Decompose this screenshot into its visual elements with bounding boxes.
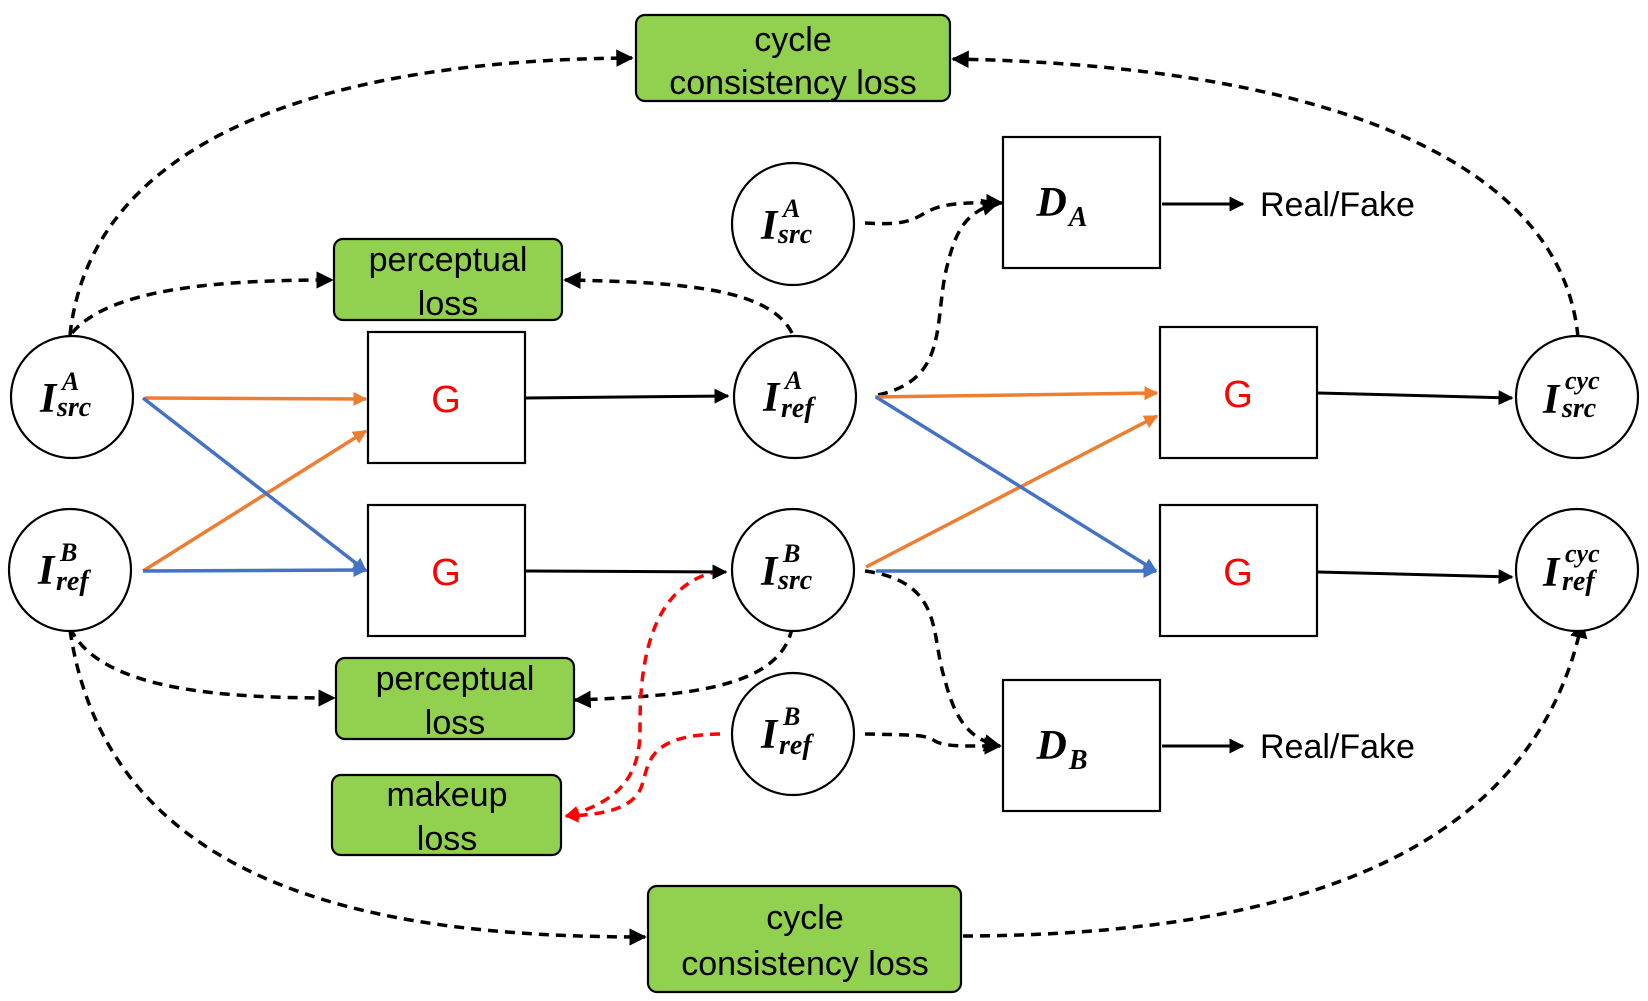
edges [68, 49, 1588, 946]
loss-label-line2: loss [417, 820, 477, 858]
node-cyc-src: I cyc src [1514, 334, 1640, 460]
node-ref-b: I B ref [7, 507, 133, 633]
edge-src-a-to-g2 [141, 396, 368, 573]
node-symbol: I [1542, 550, 1561, 596]
node-symbol: I [1542, 377, 1561, 423]
node-symbol: I [39, 376, 58, 422]
edge-src-a-top-to-da [864, 193, 1004, 226]
generator-g2: G [366, 503, 527, 638]
node-ref-a: I A ref [732, 334, 858, 460]
generator-label: G [1223, 374, 1253, 416]
loss-label-line2: loss [418, 285, 478, 323]
cycle-consistency-loss-top: cycle consistency loss [634, 13, 952, 103]
edge-ref-b-mid-to-makeup-loss [564, 732, 721, 823]
node-symbol: I [760, 712, 779, 758]
generator-label: G [431, 552, 461, 594]
perceptual-loss-top: perceptual loss [332, 237, 564, 323]
generator-g1: G [366, 330, 527, 465]
loss-label-line2: consistency loss [669, 64, 917, 102]
loss-label-line1: cycle [766, 899, 843, 937]
edge-src-b-to-perceptual-bottom [573, 627, 794, 709]
edge-ref-b-mid-to-db [864, 732, 1002, 755]
makeup-loss: makeup loss [330, 773, 563, 858]
node-subscript: ref [781, 393, 816, 424]
node-subscript: src [777, 565, 813, 596]
edge-src-a-to-cycle-loss-top [68, 49, 634, 336]
node-subscript: src [1561, 393, 1597, 424]
node-symbol: I [760, 203, 779, 249]
generator-label: G [431, 379, 461, 421]
edge-src-a-to-perceptual-top [70, 271, 334, 335]
edge-ref-b-to-g1 [142, 429, 368, 573]
node-src-b: I B src [730, 507, 856, 633]
discriminator-label: DB [1035, 723, 1087, 776]
loss-label-line1: perceptual [376, 660, 535, 698]
generator-g4: G [1158, 503, 1319, 638]
edge-g2-to-src-b [525, 564, 728, 580]
node-superscript: A [783, 366, 802, 395]
node-superscript: B [59, 538, 77, 567]
node-superscript: A [781, 194, 800, 223]
node-superscript: A [60, 367, 79, 396]
node-symbol: I [37, 548, 56, 594]
edge-src-b-to-makeup-loss [564, 569, 721, 820]
node-src-a: I A src [9, 334, 135, 460]
generator-g3: G [1158, 325, 1319, 460]
loss-label-line1: makeup [387, 776, 508, 814]
node-cyc-ref: I cyc ref [1514, 507, 1640, 633]
edge-ref-a-to-g4 [875, 395, 1158, 573]
generator-label: G [1223, 552, 1253, 594]
discriminator-db: DB [1001, 678, 1162, 813]
node-superscript: cyc [1565, 366, 1600, 395]
discriminator-label: DA [1035, 180, 1087, 233]
edge-src-a-to-g1 [144, 391, 368, 406]
edge-ref-a-to-g3 [874, 386, 1159, 401]
node-ref-b-mid: I B ref [730, 671, 856, 797]
loss-label-line1: cycle [754, 21, 831, 59]
node-subscript: ref [779, 730, 814, 761]
edge-cycle-loss-bottom-to-cyc-ref [962, 620, 1588, 938]
node-superscript: B [782, 539, 800, 568]
discriminator-da: DA [1001, 135, 1162, 270]
real-fake-output-a: Real/Fake [1260, 186, 1415, 224]
node-subscript: ref [1562, 566, 1597, 597]
perceptual-loss-bottom: perceptual loss [334, 656, 576, 742]
edge-cyc-src-to-cycle-loss-top [951, 50, 1580, 338]
cycle-consistency-loss-bottom: cycle consistency loss [646, 884, 963, 994]
edge-ref-a-to-da [877, 198, 1000, 397]
node-subscript: ref [56, 566, 91, 597]
node-symbol: I [760, 549, 779, 595]
loss-label-line2: consistency loss [681, 945, 929, 983]
node-subscript: src [56, 392, 92, 423]
edge-g4-to-cyc-ref [1317, 569, 1514, 585]
edge-ref-a-to-perceptual-top [563, 271, 794, 334]
loss-label-line2: loss [425, 704, 485, 742]
edge-g1-to-ref-a [525, 388, 730, 404]
edge-ref-b-to-perceptual-bottom [68, 627, 336, 707]
node-superscript: B [782, 702, 800, 731]
node-subscript: src [777, 219, 813, 250]
node-superscript: cyc [1565, 539, 1600, 568]
real-fake-output-b: Real/Fake [1260, 728, 1415, 766]
node-src-a-top: I A src [730, 161, 856, 287]
edge-src-b-to-db [864, 569, 1002, 752]
edge-src-b-to-g3 [865, 414, 1159, 569]
loss-label-line1: perceptual [369, 241, 528, 279]
edge-ref-b-to-cycle-loss-bottom [68, 629, 647, 946]
edge-g3-to-cyc-src [1317, 390, 1514, 406]
node-symbol: I [762, 375, 781, 421]
edge-ref-b-to-g2 [142, 563, 368, 578]
